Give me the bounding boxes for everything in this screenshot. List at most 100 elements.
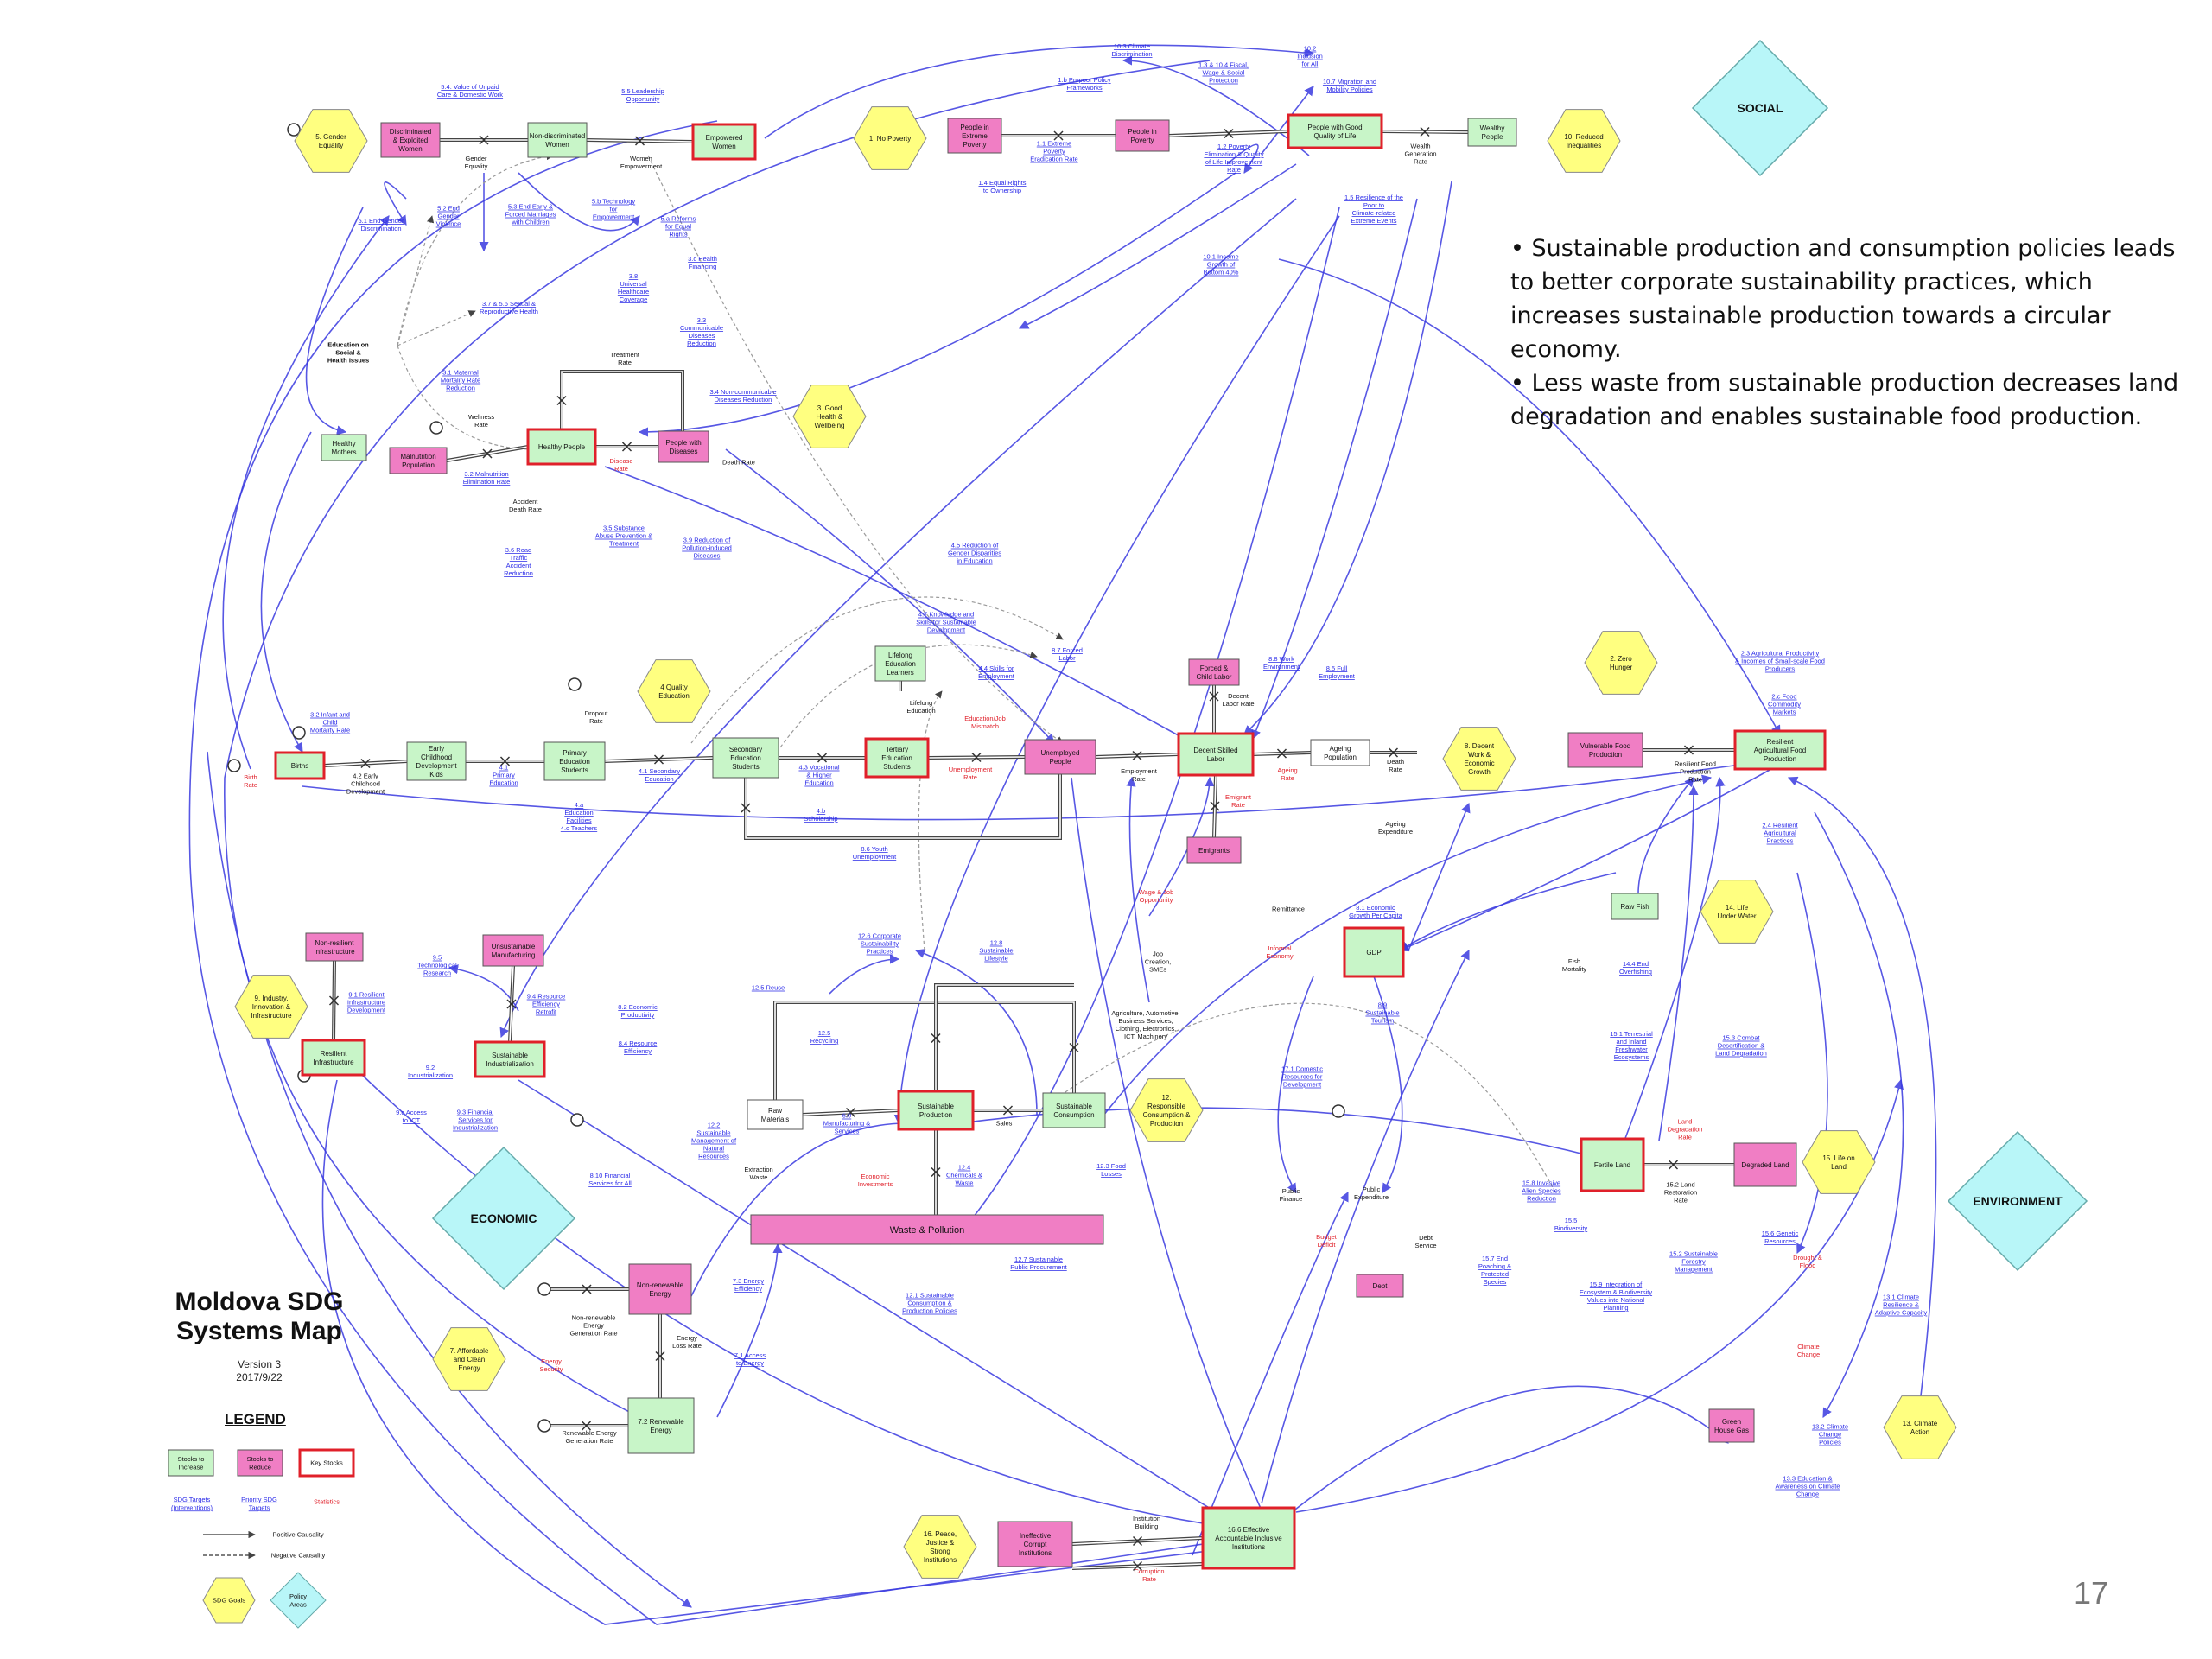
- causal-link: [1261, 949, 1470, 1504]
- goal-g1: 1. No Poverty: [853, 106, 927, 170]
- version-date: 2017/9/22: [236, 1371, 283, 1383]
- flow-valve: [1132, 1535, 1143, 1547]
- goal-label: 1. No Poverty: [869, 135, 911, 143]
- flow-valve: [817, 753, 828, 763]
- causal-link: [305, 207, 364, 435]
- causal-link: [207, 751, 692, 1608]
- causal-link: [1814, 811, 1904, 1418]
- negative-link: [397, 310, 476, 346]
- flow-valve: [1209, 691, 1219, 702]
- negative-link: [397, 345, 537, 454]
- stock-label: GDP: [1366, 949, 1381, 957]
- causal-link: [1251, 198, 1418, 741]
- causal-link: [1071, 777, 1271, 1531]
- flow-valve: [582, 1284, 592, 1294]
- flow-valve: [1210, 801, 1220, 811]
- causal-link: [1624, 776, 1726, 1141]
- insight-2: • Less waste from sustainable production…: [1510, 370, 2179, 430]
- causal-links: [188, 44, 1937, 1625]
- stock-births: Births: [274, 751, 326, 780]
- cloud-source: [570, 1113, 584, 1127]
- causal-link: [1096, 774, 1713, 1124]
- variable-label: Remittance: [1272, 906, 1305, 913]
- negative-link: [918, 690, 943, 951]
- causal-link: [1373, 976, 1403, 1193]
- causal-link: [604, 466, 1193, 744]
- goal-label: 9. Industry,Innovation &Infrastructure: [251, 995, 292, 1020]
- svg-text:Key Stocks: Key Stocks: [310, 1459, 343, 1467]
- stock-label: Births: [291, 762, 308, 770]
- causal-link: [518, 1079, 1245, 1530]
- stock-healthy: Healthy People: [526, 428, 597, 466]
- causal-link: [384, 181, 407, 226]
- causal-link: [1787, 776, 1937, 1418]
- causal-link: [725, 448, 1055, 744]
- stock-label: Emigrants: [1198, 847, 1230, 855]
- policy-area-a-economic: ECONOMIC: [431, 1146, 576, 1291]
- causal-link: [302, 756, 1773, 821]
- legend-title: LEGEND: [225, 1411, 286, 1427]
- variable-label: Sales: [996, 1120, 1013, 1128]
- causal-link: [224, 60, 1211, 1427]
- causal-link: [1226, 143, 1259, 174]
- flow-valve: [328, 995, 340, 1006]
- variable-label: 3.7 & 5.6 Sexual &Reproductive Health: [480, 300, 538, 315]
- variable-label: Death Rate: [722, 459, 755, 467]
